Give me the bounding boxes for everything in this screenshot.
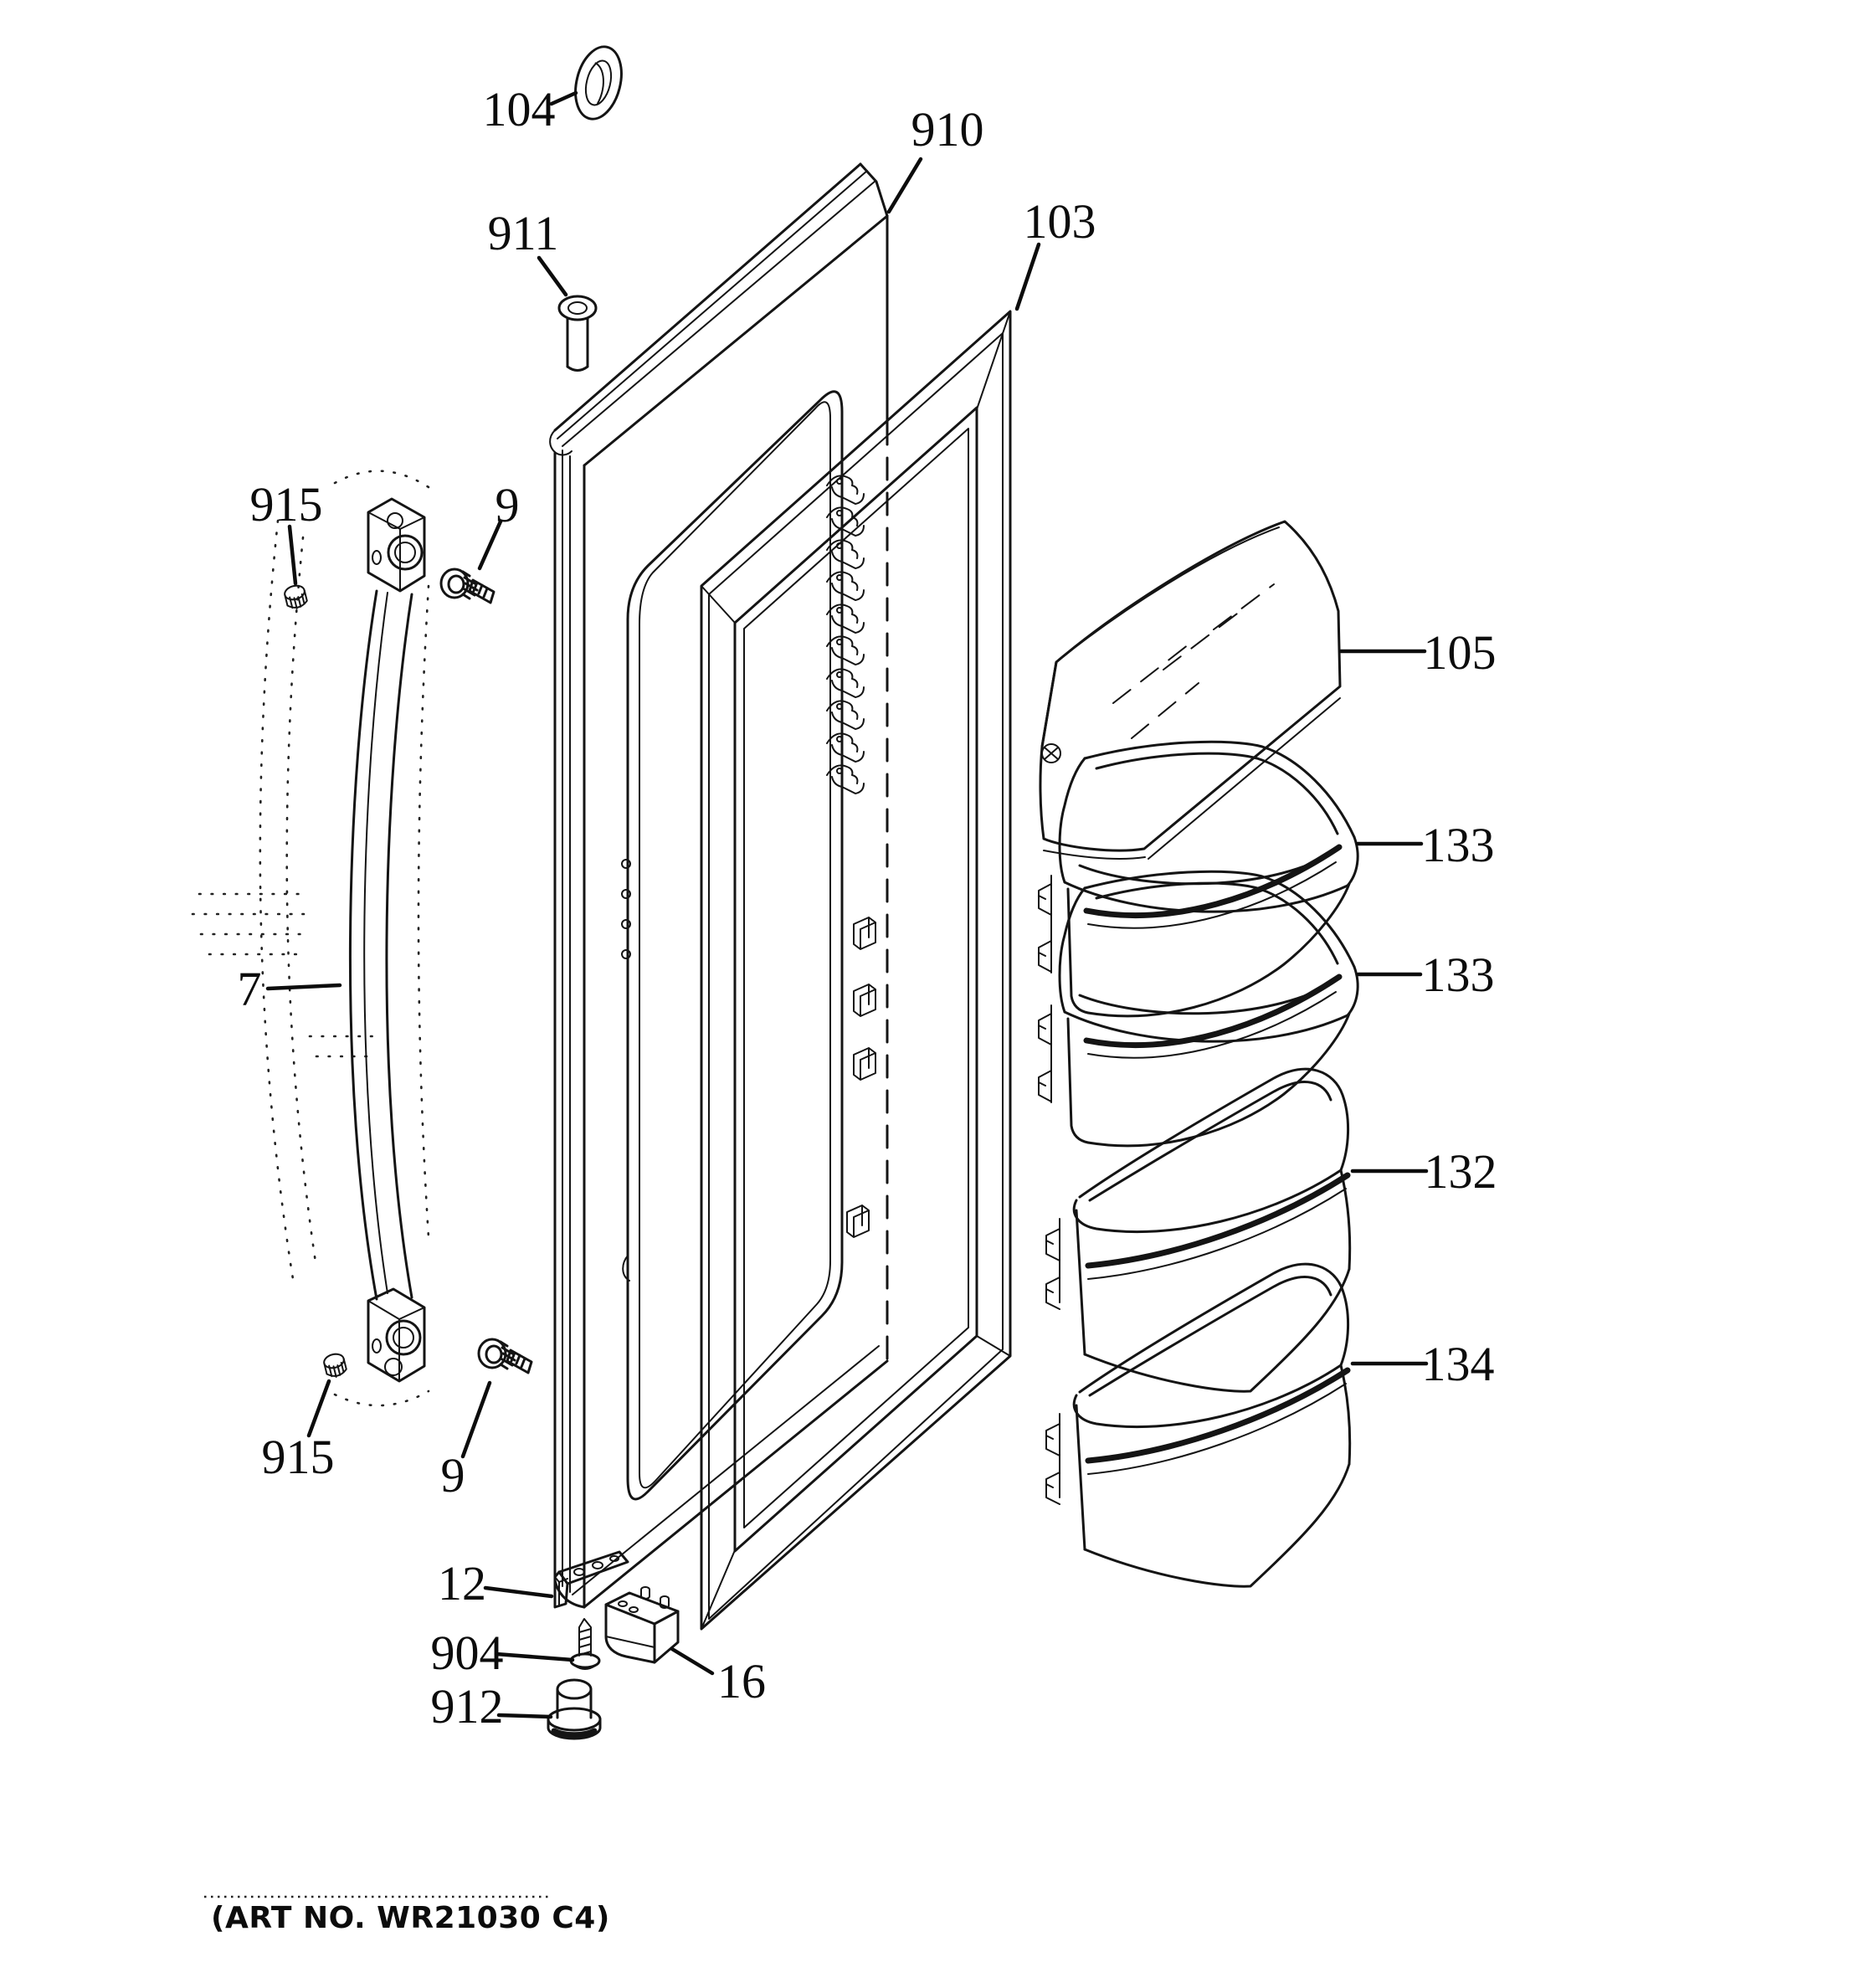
- setscrew-915-bottom: [321, 1351, 349, 1380]
- leader-lines: [265, 90, 1429, 1719]
- door-bin-134: [1046, 1264, 1350, 1586]
- callout-912: 912: [431, 1679, 504, 1734]
- grommet-104: [574, 45, 623, 121]
- callout-133-upper: 133: [1422, 818, 1495, 872]
- art-number: (ART NO. WR21030 C4): [211, 1901, 610, 1935]
- callout-12: 12: [438, 1556, 486, 1610]
- dairy-cover-105: [1039, 520, 1342, 860]
- callout-103: 103: [1024, 194, 1096, 249]
- callout-7: 7: [238, 962, 262, 1016]
- door-gasket: [700, 310, 1012, 1631]
- callout-133-lower: 133: [1422, 948, 1495, 1002]
- callout-105: 105: [1424, 625, 1497, 680]
- callout-132: 132: [1425, 1144, 1497, 1199]
- fresh-food-door-panel: [549, 162, 889, 1609]
- door-bin-133-upper: [1039, 742, 1358, 1016]
- plug-912: [547, 1678, 602, 1740]
- callout-915-top: 915: [250, 477, 323, 532]
- callout-9-top: 9: [495, 478, 520, 532]
- door-handle: [191, 470, 430, 1407]
- callout-911: 911: [488, 206, 559, 260]
- callout-16: 16: [717, 1654, 766, 1708]
- callout-9-bottom: 9: [441, 1448, 465, 1503]
- stud-9-bottom: [477, 1338, 533, 1374]
- plug-911: [557, 295, 598, 372]
- callout-910: 910: [911, 102, 984, 157]
- callout-904: 904: [431, 1626, 504, 1680]
- screw-904: [569, 1618, 601, 1670]
- callout-915-bottom: 915: [262, 1430, 335, 1484]
- callout-104: 104: [483, 82, 556, 136]
- stud-9-top: [439, 568, 495, 604]
- door-closer-cam-16: [604, 1586, 680, 1664]
- callout-134: 134: [1422, 1337, 1495, 1391]
- setscrew-915-top: [282, 583, 310, 612]
- door-stop-bracket-12: [553, 1550, 629, 1609]
- liner-slots: [846, 917, 876, 1238]
- door-bin-132: [1046, 1069, 1350, 1391]
